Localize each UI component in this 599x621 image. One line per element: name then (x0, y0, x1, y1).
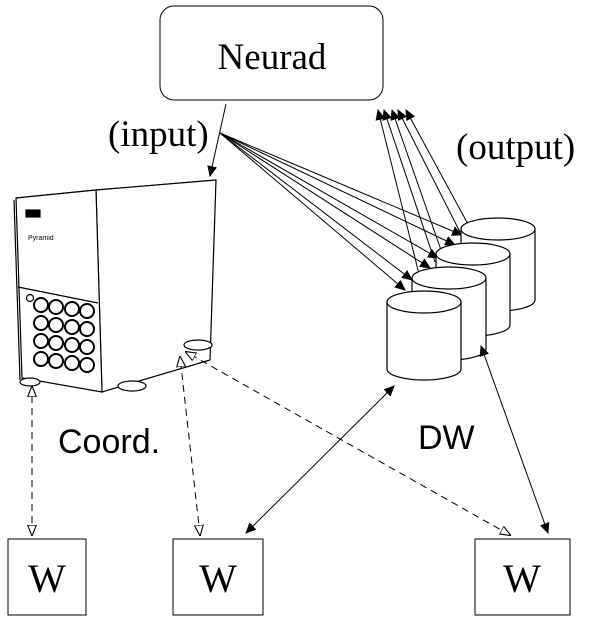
worker-2-label: W (199, 556, 237, 601)
worker-node-2: W (172, 538, 264, 616)
input-arrow-server (207, 103, 227, 178)
server-tower-icon: Pyramid (13, 179, 217, 393)
worker-node-1: W (7, 538, 87, 616)
input-label: (input) (108, 114, 209, 155)
worker-3-label: W (503, 556, 541, 601)
database-cylinder-icon (386, 217, 536, 381)
input-arrows-disks (219, 132, 464, 291)
worker-1-label: W (28, 556, 66, 601)
coord-label: Coord. (58, 423, 160, 461)
dw-arrows (245, 344, 550, 535)
output-arrows (375, 108, 470, 291)
neurad-label: Neurad (218, 37, 327, 78)
dw-label: DW (418, 419, 475, 457)
worker-node-3: W (474, 538, 571, 616)
server-brand-label: Pyramid (28, 235, 54, 242)
neurad-node: Neurad (159, 5, 384, 101)
output-label: (output) (456, 127, 575, 168)
